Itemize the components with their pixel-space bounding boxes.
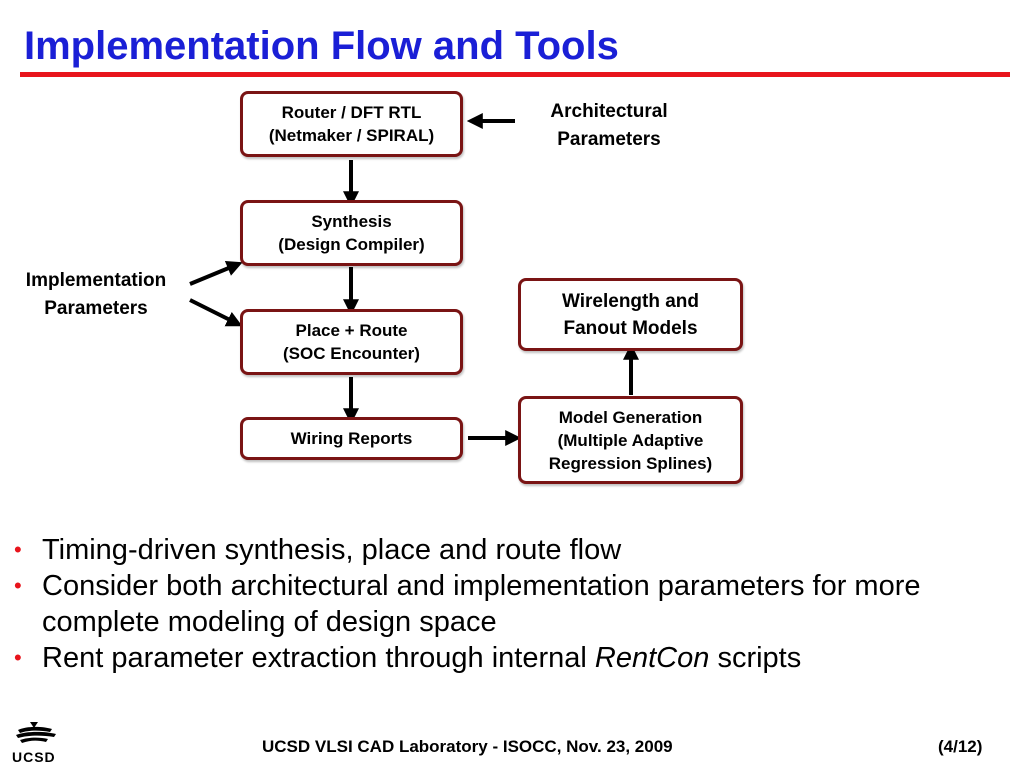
model-generation-box-line1: Model Generation bbox=[558, 407, 703, 427]
bullet-list: • Timing-driven synthesis, place and rou… bbox=[14, 532, 1004, 676]
wiring-reports-box: Wiring Reports bbox=[240, 417, 463, 460]
place-route-box-line1: Place + Route bbox=[295, 321, 408, 340]
model-generation-box-line2: (Multiple Adaptive bbox=[557, 430, 704, 450]
architectural-label-line2: Parameters bbox=[557, 129, 661, 150]
wirelength-box-line1: Wirelength and bbox=[561, 290, 700, 312]
title-underline bbox=[20, 72, 1010, 77]
place-route-box: Place + Route (SOC Encounter) bbox=[240, 309, 463, 375]
logo-text: UCSD bbox=[12, 749, 56, 765]
bullet-item: • Rent parameter extraction through inte… bbox=[14, 640, 1004, 676]
place-route-box-line2: (SOC Encounter) bbox=[283, 344, 420, 363]
architectural-parameters-label: Architectural Parameters bbox=[528, 98, 690, 154]
synthesis-box-line1: Synthesis bbox=[311, 212, 392, 231]
implementation-parameters-label: Implementation Parameters bbox=[6, 267, 186, 323]
page-number: (4/12) bbox=[938, 737, 983, 756]
bullet-dot: • bbox=[14, 573, 22, 598]
bullet-text-before: Rent parameter extraction through intern… bbox=[42, 642, 595, 674]
footer-text: UCSD VLSI CAD Laboratory - ISOCC, Nov. 2… bbox=[262, 737, 673, 756]
model-generation-box: Model Generation (Multiple Adaptive Regr… bbox=[518, 396, 743, 484]
slide-title: Implementation Flow and Tools bbox=[24, 24, 619, 68]
bullet-dot: • bbox=[14, 537, 22, 562]
model-generation-box-line3: Regression Splines) bbox=[548, 453, 713, 473]
ucsd-logo-icon bbox=[16, 722, 56, 743]
wiring-reports-box-line1: Wiring Reports bbox=[290, 429, 413, 448]
router-box-line2: (Netmaker / SPIRAL) bbox=[268, 126, 435, 145]
arrow-impl-to-synthesis bbox=[189, 260, 243, 286]
implementation-label-line1: Implementation bbox=[25, 270, 167, 291]
wirelength-box: Wirelength and Fanout Models bbox=[518, 278, 743, 351]
bullet-text: Timing-driven synthesis, place and route… bbox=[42, 534, 622, 566]
synthesis-box: Synthesis (Design Compiler) bbox=[240, 200, 463, 266]
router-box: Router / DFT RTL (Netmaker / SPIRAL) bbox=[240, 91, 463, 157]
arrow-impl-to-place-route bbox=[189, 298, 243, 327]
wirelength-box-line2: Fanout Models bbox=[563, 317, 698, 339]
implementation-label-line2: Parameters bbox=[44, 298, 148, 319]
architectural-label-line1: Architectural bbox=[550, 101, 668, 122]
bullet-item: • Consider both architectural and implem… bbox=[14, 568, 1004, 640]
bullet-item: • Timing-driven synthesis, place and rou… bbox=[14, 532, 1004, 568]
bullet-dot: • bbox=[14, 645, 22, 670]
bullet-text: Consider both architectural and implemen… bbox=[42, 570, 921, 638]
bullet-text-emphasis: RentCon bbox=[594, 642, 710, 674]
router-box-line1: Router / DFT RTL bbox=[281, 103, 422, 122]
synthesis-box-line2: (Design Compiler) bbox=[278, 235, 425, 254]
bullet-text-after: scripts bbox=[709, 642, 802, 674]
